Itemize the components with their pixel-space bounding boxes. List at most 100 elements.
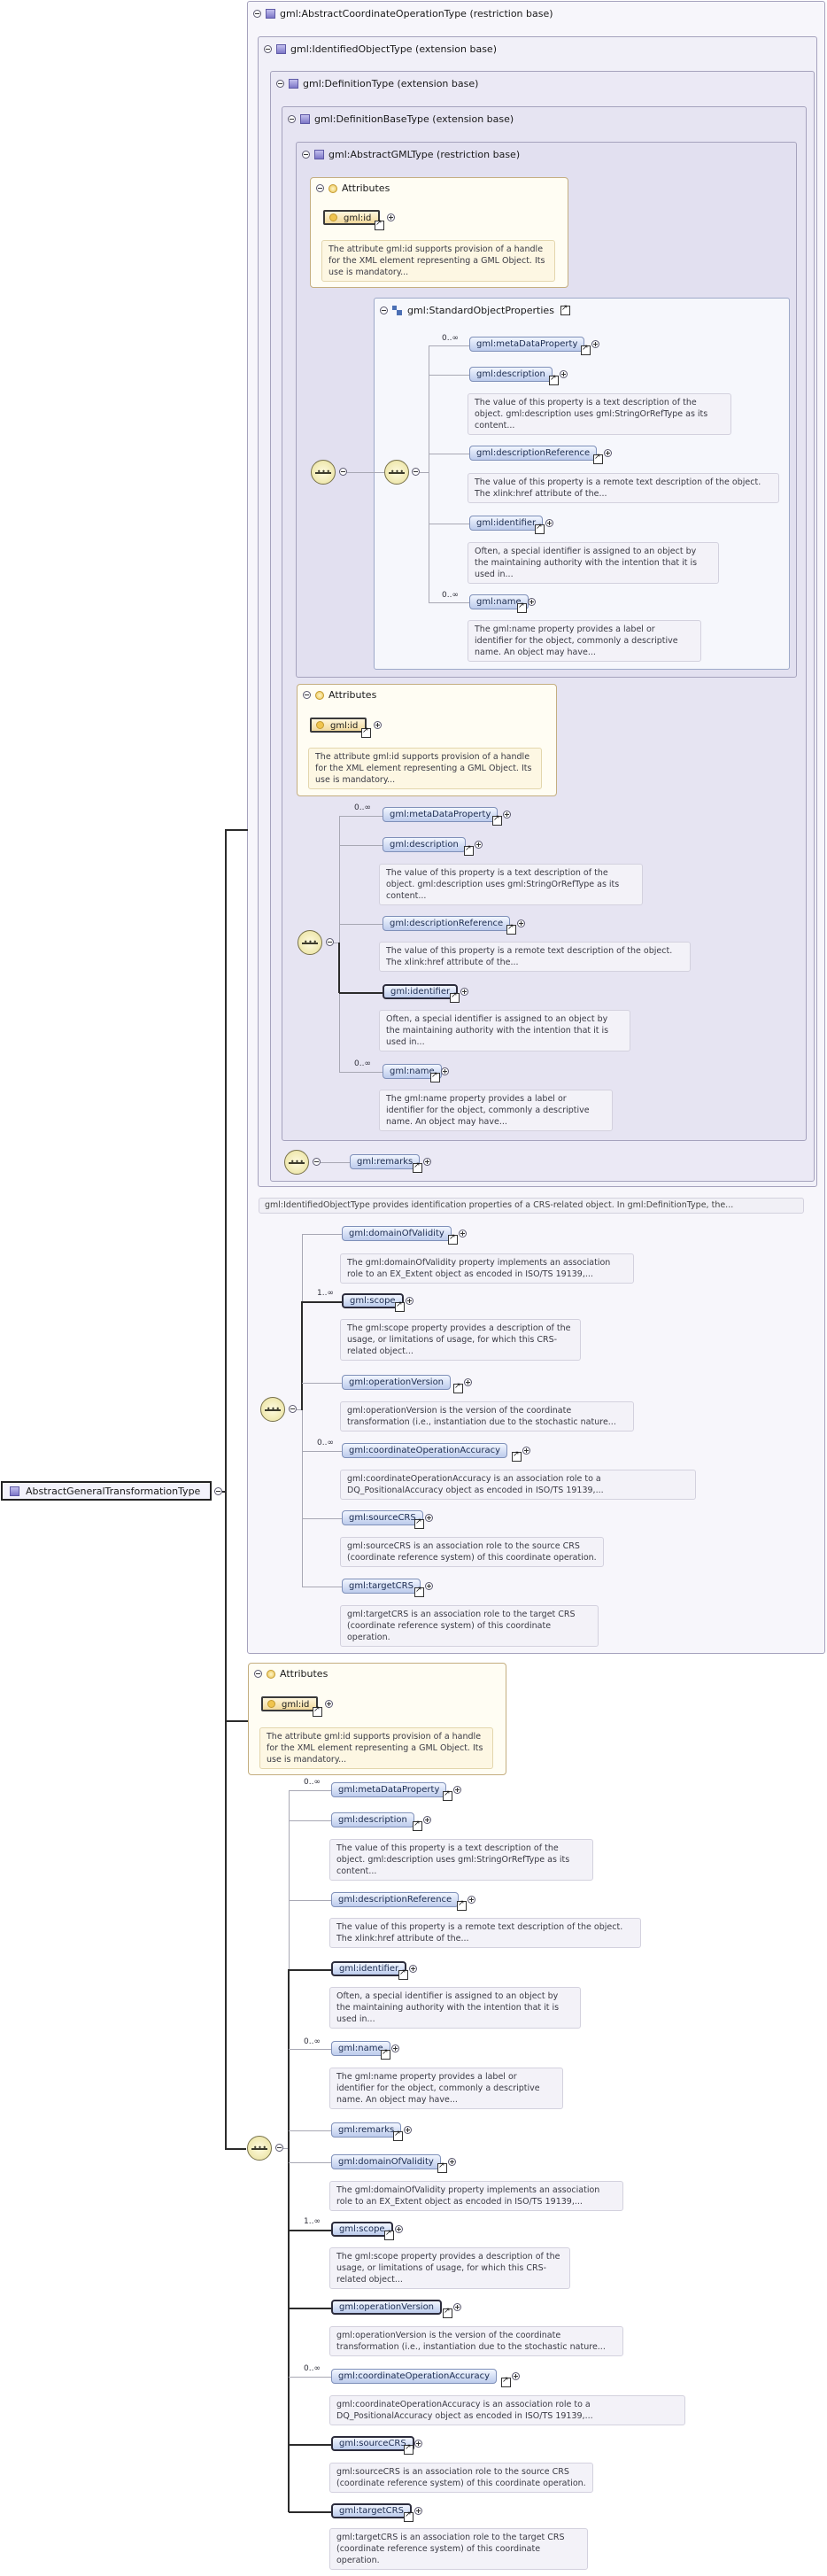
collapse-icon[interactable] xyxy=(316,184,324,192)
link-icon[interactable] xyxy=(375,219,384,230)
element-operationversion[interactable]: gml:operationVersion xyxy=(342,1375,452,1390)
expand-icon[interactable] xyxy=(453,1786,461,1794)
collapse-icon[interactable] xyxy=(288,114,296,123)
link-icon[interactable] xyxy=(512,1450,522,1462)
expand-icon[interactable] xyxy=(475,841,483,849)
link-icon[interactable] xyxy=(450,991,460,1003)
link-icon[interactable] xyxy=(448,1233,458,1245)
expand-icon[interactable] xyxy=(414,2507,422,2515)
collapse-icon[interactable] xyxy=(254,1670,262,1678)
link-icon[interactable] xyxy=(393,2130,403,2141)
element-domainofvalidity[interactable]: gml:domainOfValidity xyxy=(342,1226,452,1241)
root-type[interactable]: AbstractGeneralTransformationType xyxy=(1,1481,212,1501)
collapse-icon[interactable] xyxy=(214,1487,222,1495)
expand-icon[interactable] xyxy=(522,1447,530,1455)
collapse-icon[interactable] xyxy=(289,1405,297,1413)
element-metadataproperty[interactable]: gml:metaDataProperty xyxy=(383,807,499,822)
element-identifier[interactable]: gml:identifier xyxy=(469,516,544,531)
link-icon[interactable] xyxy=(430,1071,440,1082)
element-coordinateoperationaccuracy[interactable]: gml:coordinateOperationAccuracy xyxy=(342,1443,507,1458)
expand-icon[interactable] xyxy=(425,1514,433,1522)
element-identifier[interactable]: gml:identifier xyxy=(383,984,459,999)
link-icon[interactable] xyxy=(560,304,570,315)
element-metadataproperty[interactable]: gml:metaDataProperty xyxy=(469,337,585,352)
link-icon[interactable] xyxy=(464,844,474,856)
link-icon[interactable] xyxy=(398,1968,408,1980)
link-icon[interactable] xyxy=(593,453,603,464)
gml-id-attribute[interactable]: gml:id xyxy=(310,718,367,733)
link-icon[interactable] xyxy=(443,2307,452,2318)
collapse-icon[interactable] xyxy=(275,2144,283,2152)
link-icon[interactable] xyxy=(414,1517,424,1529)
expand-icon[interactable] xyxy=(591,340,599,348)
expand-icon[interactable] xyxy=(409,1965,417,1973)
element-coordinateoperationaccuracy[interactable]: gml:coordinateOperationAccuracy xyxy=(331,2369,497,2384)
expand-icon[interactable] xyxy=(517,919,525,927)
expand-icon[interactable] xyxy=(423,1158,431,1166)
link-icon[interactable] xyxy=(581,344,591,355)
expand-icon[interactable] xyxy=(560,370,568,378)
link-icon[interactable] xyxy=(413,1161,422,1173)
link-icon[interactable] xyxy=(535,523,545,534)
link-icon[interactable] xyxy=(381,2048,390,2060)
expand-icon[interactable] xyxy=(423,1816,431,1824)
link-icon[interactable] xyxy=(437,2161,447,2173)
expand-icon[interactable] xyxy=(404,2126,412,2134)
element-metadataproperty[interactable]: gml:metaDataProperty xyxy=(331,1782,447,1797)
expand-icon[interactable] xyxy=(425,1582,433,1590)
collapse-icon[interactable] xyxy=(302,150,310,159)
collapse-icon[interactable] xyxy=(276,79,284,88)
element-sourcecrs[interactable]: gml:sourceCRS xyxy=(342,1510,423,1525)
collapse-icon[interactable] xyxy=(339,468,347,476)
element-descriptionreference[interactable]: gml:descriptionReference xyxy=(331,1892,460,1907)
link-icon[interactable] xyxy=(517,601,527,613)
collapse-icon[interactable] xyxy=(326,938,334,946)
expand-icon[interactable] xyxy=(459,1230,467,1238)
sequence-compositor[interactable] xyxy=(247,2136,272,2161)
expand-icon[interactable] xyxy=(325,1700,333,1708)
element-scope[interactable]: gml:scope xyxy=(342,1293,404,1308)
sequence-compositor[interactable] xyxy=(311,460,336,485)
element-description[interactable]: gml:description xyxy=(331,1812,414,1827)
element-operationversion[interactable]: gml:operationVersion xyxy=(331,2300,443,2315)
link-icon[interactable] xyxy=(453,1382,463,1393)
gml-id-attribute[interactable]: gml:id xyxy=(261,1696,319,1711)
expand-icon[interactable] xyxy=(441,1067,449,1075)
collapse-icon[interactable] xyxy=(412,468,420,476)
expand-icon[interactable] xyxy=(406,1297,414,1305)
link-icon[interactable] xyxy=(404,2510,414,2522)
link-icon[interactable] xyxy=(395,1300,405,1312)
element-domainofvalidity[interactable]: gml:domainOfValidity xyxy=(331,2154,441,2169)
sequence-compositor[interactable] xyxy=(284,1150,309,1175)
link-icon[interactable] xyxy=(361,726,371,738)
collapse-icon[interactable] xyxy=(264,44,272,53)
link-icon[interactable] xyxy=(404,2443,414,2455)
expand-icon[interactable] xyxy=(453,2303,461,2311)
expand-icon[interactable] xyxy=(395,2225,403,2233)
link-icon[interactable] xyxy=(506,923,516,935)
sequence-compositor[interactable] xyxy=(298,930,322,955)
element-description[interactable]: gml:description xyxy=(469,367,553,382)
link-icon[interactable] xyxy=(549,374,559,385)
expand-icon[interactable] xyxy=(460,988,468,996)
element-scope[interactable]: gml:scope xyxy=(331,2222,393,2237)
collapse-icon[interactable] xyxy=(253,9,261,18)
expand-icon[interactable] xyxy=(468,1896,475,1904)
expand-icon[interactable] xyxy=(464,1378,472,1386)
element-sourcecrs[interactable]: gml:sourceCRS xyxy=(331,2436,414,2451)
expand-icon[interactable] xyxy=(528,598,536,606)
link-icon[interactable] xyxy=(443,1789,452,1801)
element-descriptionreference[interactable]: gml:descriptionReference xyxy=(469,446,598,461)
sequence-compositor[interactable] xyxy=(260,1397,285,1422)
link-icon[interactable] xyxy=(492,814,502,826)
element-remarks[interactable]: gml:remarks xyxy=(331,2122,402,2138)
expand-icon[interactable] xyxy=(387,213,395,221)
link-icon[interactable] xyxy=(501,2376,511,2387)
link-icon[interactable] xyxy=(384,2229,394,2240)
collapse-icon[interactable] xyxy=(303,691,311,699)
expand-icon[interactable] xyxy=(391,2045,399,2052)
link-icon[interactable] xyxy=(413,1819,422,1831)
link-icon[interactable] xyxy=(457,1899,467,1911)
expand-icon[interactable] xyxy=(448,2158,456,2166)
expand-icon[interactable] xyxy=(374,721,382,729)
